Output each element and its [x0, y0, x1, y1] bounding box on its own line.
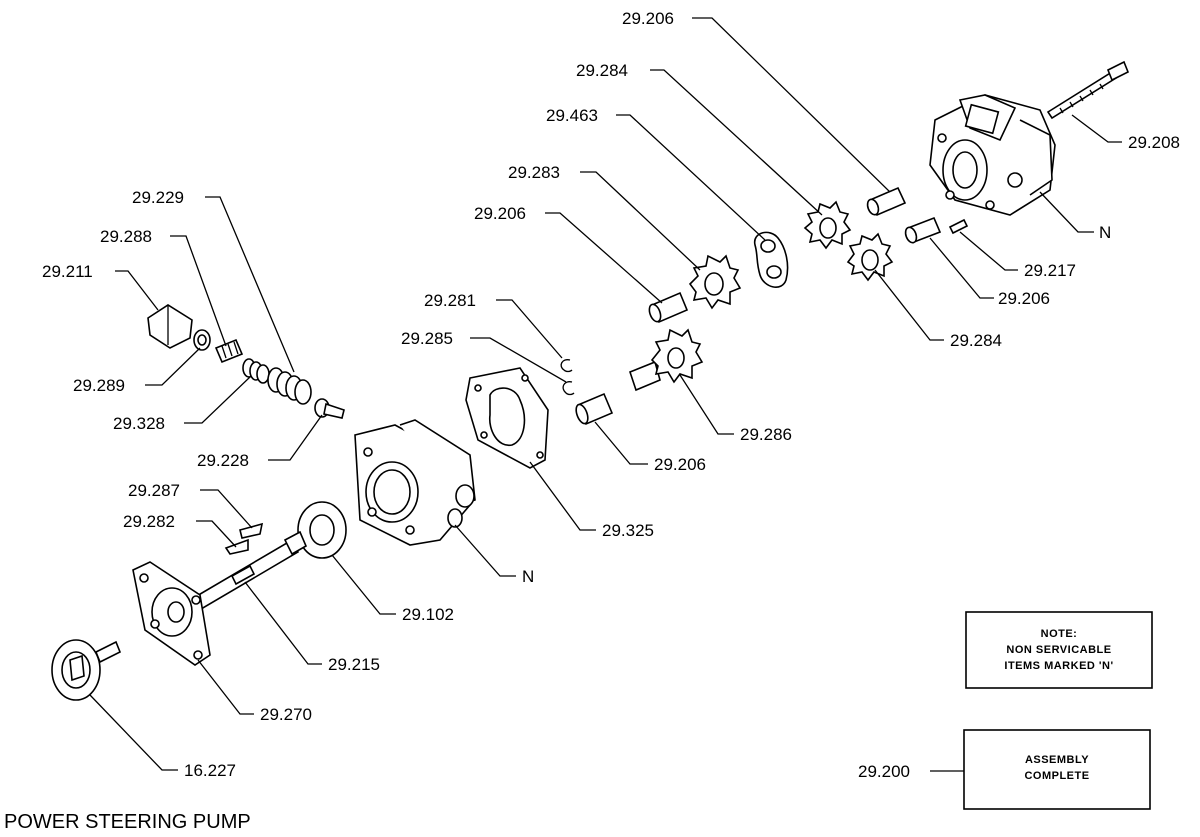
part-labels: 29.206 29.284 29.463 29.283 29.206 29.22…	[42, 9, 1180, 781]
label-29-286: 29.286	[740, 425, 792, 444]
key-29-287	[239, 522, 264, 539]
label-29-215: 29.215	[328, 655, 380, 674]
label-29-328: 29.328	[113, 414, 165, 433]
label-n-mid: N	[522, 567, 534, 586]
gear-29-283	[688, 254, 742, 310]
label-29-284-b: 29.284	[950, 331, 1002, 350]
label-29-211: 29.211	[42, 262, 93, 281]
label-29-217: 29.217	[1024, 261, 1076, 280]
assembly-line-1: ASSEMBLY	[1025, 754, 1089, 766]
key-29-282	[224, 538, 249, 555]
label-29-208: 29.208	[1128, 133, 1180, 152]
label-29-229: 29.229	[132, 188, 184, 207]
label-29-284-top: 29.284	[576, 61, 628, 80]
clip-29-281	[560, 359, 573, 373]
assembly-line-2: COMPLETE	[1024, 770, 1089, 782]
label-29-102: 29.102	[402, 605, 454, 624]
spring-29-328	[242, 358, 270, 384]
washer-29-289	[193, 329, 211, 351]
spring-29-288	[214, 338, 244, 364]
label-n-right: N	[1099, 223, 1111, 242]
gear-29-284-lower	[846, 232, 894, 282]
dowel-29-217	[948, 218, 969, 235]
coupling-16-227	[51, 639, 122, 701]
label-29-325: 29.325	[602, 521, 654, 540]
pin-29-206-top	[866, 186, 907, 217]
gear-29-286	[629, 328, 704, 392]
label-29-287: 29.287	[128, 481, 180, 500]
gasket-29-325	[465, 367, 549, 469]
label-29-200: 29.200	[858, 762, 910, 781]
label-29-283: 29.283	[508, 163, 560, 182]
seal-29-102	[297, 501, 347, 559]
cap-29-211	[147, 304, 193, 349]
bushing-29-463	[753, 231, 789, 288]
valve-29-228	[314, 398, 345, 419]
label-29-206-b: 29.206	[998, 289, 1050, 308]
rear-housing	[929, 94, 1056, 216]
note-title: NOTE:	[1041, 628, 1078, 640]
label-29-288: 29.288	[100, 227, 152, 246]
label-29-281: 29.281	[424, 291, 476, 310]
flange-29-270	[132, 561, 211, 666]
label-29-206-top: 29.206	[622, 9, 674, 28]
label-29-285: 29.285	[401, 329, 453, 348]
label-29-282: 29.282	[123, 512, 175, 531]
front-housing	[354, 419, 476, 546]
note-line-3: ITEMS MARKED 'N'	[1004, 660, 1113, 672]
note-box: NOTE: NON SERVICABLE ITEMS MARKED 'N'	[965, 611, 1153, 689]
pin-29-206-right	[904, 216, 942, 244]
pin-29-206-c	[575, 392, 614, 426]
label-16-227: 16.227	[184, 761, 236, 780]
label-29-463: 29.463	[546, 106, 598, 125]
label-29-289: 29.289	[73, 376, 125, 395]
gear-29-284-upper	[803, 200, 852, 250]
label-29-270: 29.270	[260, 705, 312, 724]
label-29-228: 29.228	[197, 451, 249, 470]
note-line-2: NON SERVICABLE	[1006, 644, 1111, 656]
leader-lines	[89, 17, 1122, 772]
diagram-title: POWER STEERING PUMP	[4, 811, 251, 833]
pin-29-206-a	[648, 291, 689, 324]
spring-29-229	[267, 367, 312, 405]
bolt-29-208	[1046, 60, 1130, 120]
label-29-206-c: 29.206	[654, 455, 706, 474]
clip-29-285	[562, 381, 575, 396]
label-29-206-a: 29.206	[474, 204, 526, 223]
assembly-box: ASSEMBLY COMPLETE	[963, 729, 1151, 810]
